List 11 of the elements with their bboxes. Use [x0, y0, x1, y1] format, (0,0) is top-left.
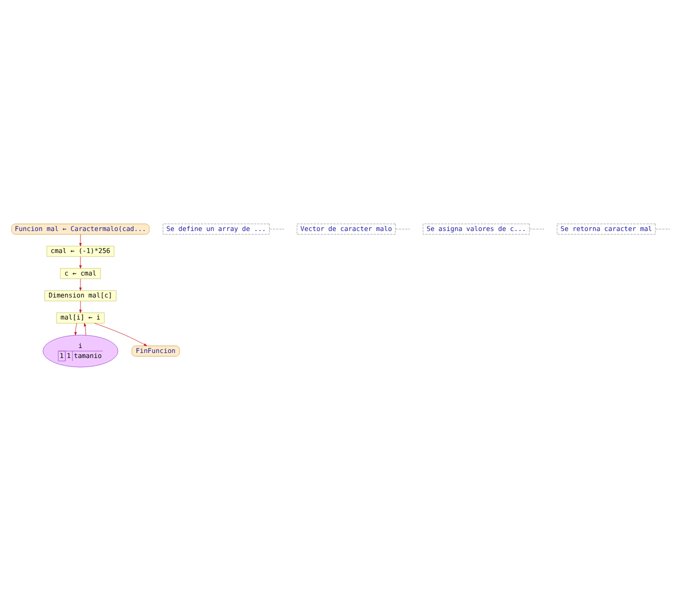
connector: [395, 228, 410, 229]
arrow: [74, 322, 78, 335]
arrow: [84, 322, 86, 335]
arrow: [94, 322, 148, 346]
connector: [269, 228, 284, 229]
connector: [655, 228, 670, 229]
arrow: [79, 278, 82, 290]
arrow: [79, 234, 82, 246]
arrow: [79, 300, 82, 312]
arrow: [79, 256, 82, 268]
connector: [529, 228, 544, 229]
